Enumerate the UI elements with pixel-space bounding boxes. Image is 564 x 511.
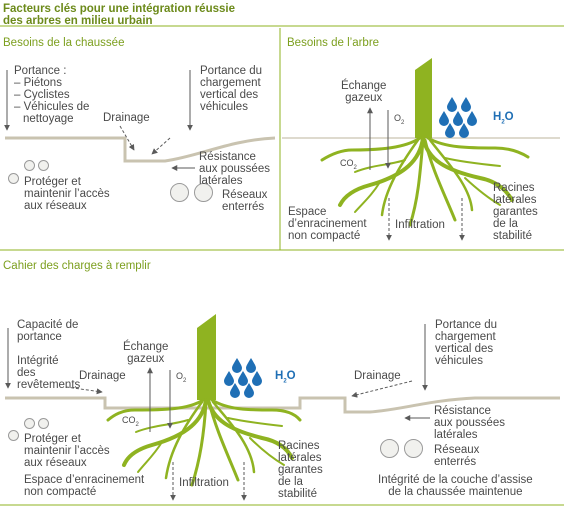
o2-label: O2 xyxy=(394,113,405,126)
network-circle-large xyxy=(194,183,213,202)
resistance-label: Résistance aux poussées latérales xyxy=(199,151,270,187)
drainage-right-label: Drainage xyxy=(354,370,401,382)
espace-label: Espace d’enracinement non compacté xyxy=(288,206,367,242)
road-profile-top xyxy=(5,136,276,163)
page-title: Facteurs clés pour une intégration réuss… xyxy=(3,3,235,27)
network-circle-large xyxy=(170,183,189,202)
racines-bottom-label: Racines latérales garantes de la stabili… xyxy=(278,440,323,500)
section-heading-specs: Cahier des charges à remplir xyxy=(3,260,151,272)
portance-vertical-label: Portance du chargement vertical des véhi… xyxy=(200,65,263,113)
co2-bottom-label: CO2 xyxy=(122,415,139,428)
co2-label: CO2 xyxy=(340,158,357,171)
integrite-label: Intégrité des revêtements xyxy=(17,355,81,391)
network-circle-small xyxy=(38,418,49,429)
road-profile-bottom xyxy=(5,396,560,414)
drainage-left-label: Drainage xyxy=(79,370,126,382)
o2-bottom-label: O2 xyxy=(176,371,187,384)
infiltration-bottom-label: Infiltration xyxy=(179,477,229,489)
h2o-label: H2O xyxy=(493,111,514,126)
capacite-label: Capacité de portance xyxy=(17,319,79,343)
espace-bottom-label: Espace d’enracinement non compacté xyxy=(24,474,145,498)
drainage-label: Drainage xyxy=(103,112,150,124)
resistance-bottom-label: Résistance aux poussées latérales xyxy=(434,405,505,441)
proteger-bottom-label: Protéger et maintenir l’accès aux réseau… xyxy=(24,433,110,469)
network-circle-large xyxy=(404,439,423,458)
portance-vertical-bottom-label: Portance du chargement vertical des véhi… xyxy=(435,319,498,367)
network-circle-small xyxy=(38,160,49,171)
network-circle-small xyxy=(24,418,35,429)
network-circle-small xyxy=(8,173,19,184)
racines-label: Racines latérales garantes de la stabili… xyxy=(493,182,538,242)
echange-gazeux-bottom-label: Échange gazeux xyxy=(123,341,169,365)
network-circle-large xyxy=(380,439,399,458)
reseaux-label: Réseaux enterrés xyxy=(222,189,268,213)
section-heading-tree: Besoins de l’arbre xyxy=(287,37,380,49)
tree-top xyxy=(320,58,530,227)
infiltration-label: Infiltration xyxy=(395,219,445,231)
reseaux-bottom-label: Réseaux enterrés xyxy=(434,444,480,468)
integrite-couche-label: Intégrité de la couche d’assise de la ch… xyxy=(378,474,533,498)
water-drops-top xyxy=(439,97,477,138)
section-heading-road: Besoins de la chaussée xyxy=(3,37,125,49)
h2o-bottom-label: H2O xyxy=(275,370,296,385)
echange-gazeux-label: Échange gazeux xyxy=(341,80,387,104)
tree-bottom xyxy=(106,314,302,487)
network-circle-small xyxy=(24,160,35,171)
portance-list: Portance : – Piétons – Cyclistes – Véhic… xyxy=(14,65,90,125)
water-drops-bottom xyxy=(224,358,262,398)
network-circle-small xyxy=(8,430,19,441)
proteger-label: Protéger et maintenir l’accès aux réseau… xyxy=(24,176,110,212)
